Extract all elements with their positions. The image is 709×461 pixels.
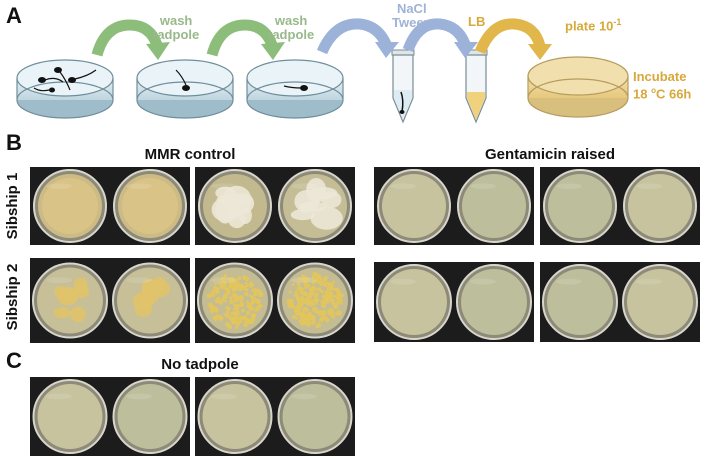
tadpole-icon (33, 67, 97, 93)
incubate-temp: 18 (633, 86, 652, 102)
tube-nacl-tween-icon (391, 49, 415, 124)
agar-plate (277, 262, 353, 339)
step-plate-dilution: plate 10-1 (565, 15, 621, 33)
step-nacl-tween: NaCl Tween (392, 2, 432, 30)
petri-dish-tadpoles (16, 59, 114, 119)
photo-gent-sibship2-b (540, 262, 700, 342)
agar-plate (112, 262, 188, 339)
agar-plate (543, 169, 617, 243)
agar-plate (33, 169, 107, 243)
agar-plate (622, 264, 698, 340)
agar-plate (542, 264, 618, 340)
row-label-sibship-2: Sibship 2 (4, 263, 21, 331)
arrow-icon (91, 19, 170, 60)
arrow-icon (206, 19, 285, 60)
step-line: Tween (392, 15, 432, 30)
incubate-line-2: 18 oC 66h (633, 84, 691, 101)
step-line: NaCl (396, 1, 427, 16)
panel-label-c: C (6, 348, 22, 373)
photo-gent-sibship2-a (374, 262, 534, 342)
agar-plate (376, 264, 452, 340)
title-gentamicin-raised: Gentamicin raised (484, 146, 616, 163)
agar-plate (623, 169, 697, 243)
title-no-tadpole: No tadpole (161, 356, 239, 373)
photo-mmr-sibship2-b (195, 258, 355, 343)
arrow-icon (474, 18, 552, 60)
agar-plate (278, 169, 352, 243)
agar-plate (113, 169, 187, 243)
step-incubate: Incubate 18 oC 66h (633, 70, 691, 101)
incubate-line-1: Incubate (633, 69, 687, 84)
step-wash-tadpole-1: wash tadpole (153, 14, 199, 42)
plate-exponent: -1 (613, 17, 622, 27)
photo-gent-sibship1-a (374, 167, 534, 245)
step-line: wash (274, 13, 308, 28)
panel-label-a: A (6, 3, 22, 28)
photo-no-tadpole-a (30, 377, 190, 456)
agar-plate (457, 169, 531, 243)
step-line: tadpole (153, 27, 200, 42)
agar-plate (112, 379, 188, 454)
plate-text: plate 10 (565, 18, 614, 34)
agar-plate (197, 379, 273, 454)
step-lb: LB (468, 14, 486, 29)
agar-plate (377, 169, 451, 243)
arrow-icon (402, 18, 478, 58)
row-label-sibship-1: Sibship 1 (4, 172, 21, 240)
agar-plate (32, 262, 108, 339)
petri-dish-wash-1 (136, 59, 234, 119)
panel-label-b: B (6, 130, 22, 155)
agar-plate (198, 169, 272, 243)
lb-agar-plate (527, 56, 629, 118)
degree-symbol: o (651, 86, 656, 95)
arrow-icon (316, 18, 399, 58)
tube-lb-icon (464, 49, 488, 124)
agar-plate (277, 379, 353, 454)
agar-plate (32, 379, 108, 454)
step-wash-tadpole-2: wash tadpole (268, 14, 314, 42)
photo-mmr-sibship1-b (195, 167, 355, 245)
photo-no-tadpole-b (195, 377, 355, 456)
photo-gent-sibship1-b (540, 167, 700, 245)
step-line: wash (159, 13, 193, 28)
step-line: tadpole (268, 27, 315, 42)
workflow-diagram (16, 18, 629, 124)
photo-mmr-sibship1-a (30, 167, 190, 245)
petri-dish-wash-2 (246, 59, 344, 119)
agar-plate (456, 264, 532, 340)
title-mmr-control: MMR control (144, 146, 236, 163)
agar-plate (197, 262, 273, 339)
photo-mmr-sibship2-a (30, 258, 190, 343)
incubate-time: C 66h (655, 86, 692, 102)
